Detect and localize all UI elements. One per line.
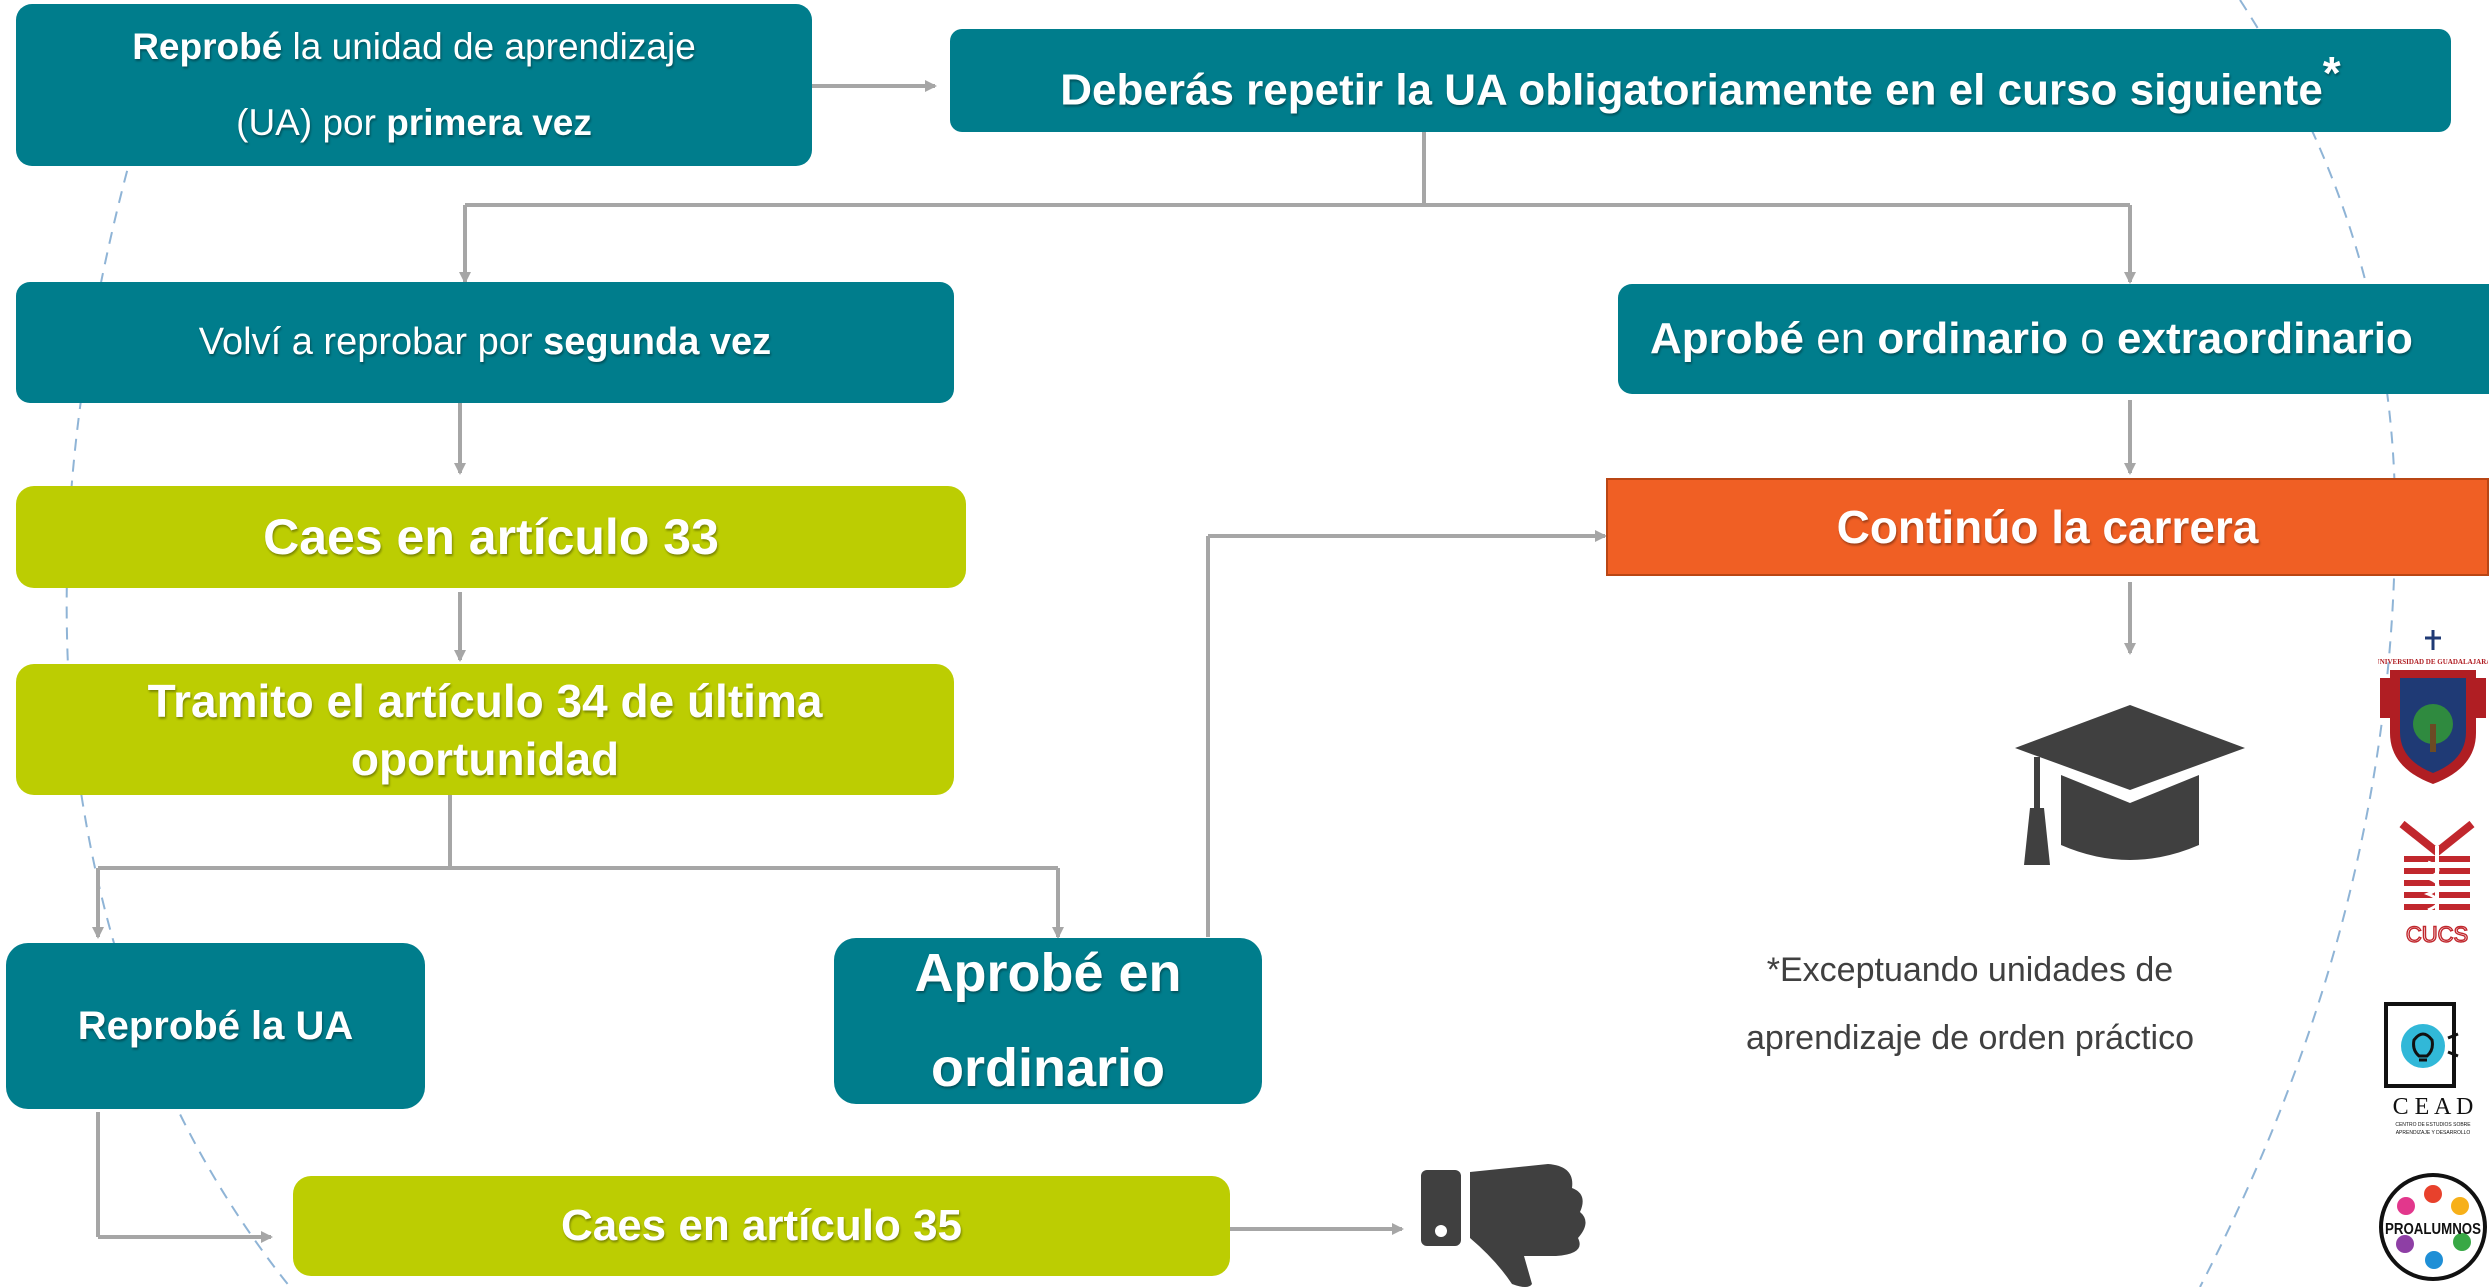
proalumnos-logo-text: PROALUMNOS [2385,1221,2481,1238]
approved-ordinary-line-2: ordinario [930,1038,1165,1098]
udg-logo: UNIVERSIDAD DE GUADALAJARA [2378,630,2488,784]
udg-logo-text: UNIVERSIDAD DE GUADALAJARA [2378,658,2488,666]
failed-ua-box: Reprobé la UA [6,943,425,1109]
failed-ua-text: Reprobé la UA [77,1003,354,1048]
first-failure-box: Reprobé la unidad de aprendizaje (UA) po… [16,4,812,166]
cead-logo-text: C E A D [2393,1094,2474,1120]
footnote-marker: * [2322,46,2341,99]
cead-logo: C E A D CENTRO DE ESTUDIOS SOBRE APRENDI… [2384,1002,2474,1136]
repeat-course-box: Deberás repetir la UA obligatoriamente e… [950,29,2451,132]
cucs-logo: CUCS [2399,820,2475,946]
proalumnos-logo: PROALUMNOS [2379,1173,2487,1281]
footnote-line-2: aprendizaje de orden práctico [1746,1019,2194,1057]
article-35-box: Caes en artículo 35 [293,1176,1230,1276]
article-33-text: Caes en artículo 33 [263,509,719,565]
article-33-box: Caes en artículo 33 [16,486,966,588]
continue-career-box: Continúo la carrera [1606,478,2489,576]
approved-ordinary-extraordinary-box: Aprobé en ordinario o extraordinario [1618,284,2489,394]
article-34-line-1: Tramito el artículo 34 de última [147,674,823,727]
article-34-box: Tramito el artículo 34 de última oportun… [16,664,954,795]
first-failure-line-1: Reprobé la unidad de aprendizaje [132,26,696,67]
approved-ordinary-box: Aprobé en ordinario [834,938,1262,1104]
second-failure-text: Volví a reprobar por [198,321,544,363]
second-failure-box: Volví a reprobar por segunda vez [16,282,954,403]
repeat-course-text: Deberás repetir la UA obligatoriamente e… [1060,65,2323,115]
approved-ordinary-line-1: Aprobé en [914,943,1182,1003]
second-failure-bold: segunda vez [543,321,772,363]
footnote: *Exceptuando unidades de aprendizaje de … [1640,936,2300,1072]
article-35-text: Caes en artículo 35 [560,1201,963,1250]
arrow-lines [92,80,2136,1243]
article-34-line-2: oportunidad [350,732,620,785]
footnote-line-1: *Exceptuando unidades de [1766,951,2174,989]
cead-logo-subtitle-1: CENTRO DE ESTUDIOS SOBRE [2395,1122,2471,1128]
first-failure-line-2: (UA) por primera vez [236,102,592,143]
cucs-logo-text: CUCS [2406,922,2468,946]
cead-logo-subtitle-2: APRENDIZAJE Y DESARROLLO [2396,1130,2471,1136]
continue-career-text: Continúo la carrera [1836,501,2259,553]
